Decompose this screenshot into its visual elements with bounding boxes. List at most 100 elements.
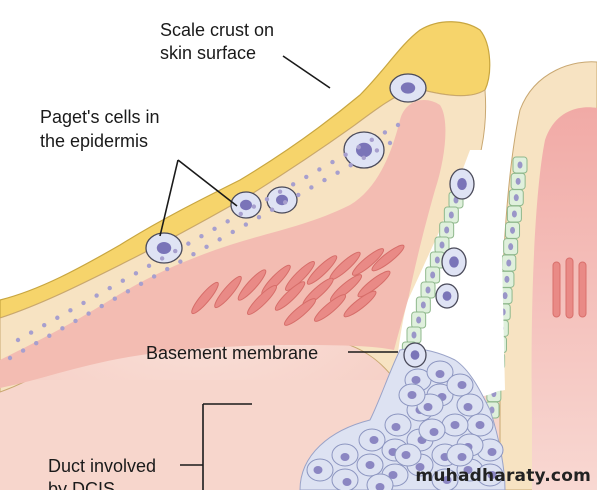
epidermal-nucleus [146, 263, 152, 269]
epidermal-nucleus [225, 219, 230, 224]
epidermal-nucleus [282, 200, 288, 205]
nucleus [517, 161, 523, 169]
dcis-cells [306, 360, 504, 490]
nucleus [429, 428, 439, 436]
vessel [191, 281, 219, 315]
epidermal-nucleus [335, 170, 340, 175]
vessel [283, 298, 317, 326]
nucleus [420, 301, 426, 309]
dermal-vessels [191, 244, 405, 326]
nucleus [340, 453, 350, 461]
vessel [247, 285, 277, 315]
epidermal-nucleus [277, 189, 283, 194]
vessel [357, 270, 391, 298]
nucleus [375, 483, 385, 490]
epidermal-nucleus [317, 167, 322, 172]
nucleus [506, 259, 512, 267]
epidermal-nucleus [159, 256, 165, 261]
epidermal-nucleus [256, 214, 262, 220]
nucleus [513, 194, 519, 202]
epidermal-nucleus [191, 252, 196, 257]
epidermal-nucleus [269, 207, 275, 212]
epidermal-nucleus [34, 340, 39, 346]
epidermal-nucleus [356, 145, 361, 150]
epidermal-nucleus [309, 185, 314, 190]
epidermal-nucleus [238, 211, 243, 217]
nucleus [457, 453, 467, 461]
epidermal-nucleus [68, 308, 73, 313]
epidermal-nucleus [230, 229, 235, 235]
nucleus [342, 478, 352, 486]
nucleus [450, 421, 460, 429]
epidermal-nucleus [133, 271, 139, 276]
nucleus [442, 476, 452, 484]
nucleus [463, 403, 473, 411]
nucleus [444, 226, 450, 234]
epidermal-nucleus [348, 163, 353, 168]
nucleus [415, 463, 425, 471]
scale-crust-label-1: Scale crust on [160, 20, 275, 40]
nucleus [411, 376, 421, 384]
epidermal-nucleus [20, 348, 26, 353]
epidermal-nucleus [322, 177, 327, 183]
vessel [237, 269, 267, 301]
epidermal-nucleus [243, 222, 249, 227]
nucleus [388, 471, 398, 479]
epidermal-nucleus [361, 155, 366, 161]
nucleus [425, 286, 431, 294]
basement-membrane-label: Basement membrane [146, 343, 319, 363]
epidermal-nucleus [28, 330, 34, 335]
epidermal-nucleus [251, 204, 257, 209]
vessel [306, 255, 338, 285]
epidermal-nucleus [125, 289, 131, 294]
epidermal-nucleus [99, 303, 104, 309]
vessel [214, 275, 242, 309]
nucleus [457, 178, 467, 190]
scale-crust-label-2: skin surface [160, 43, 257, 63]
nucleus [369, 436, 379, 444]
epidermal-nucleus [94, 293, 99, 298]
epidermal-nucleus [47, 333, 52, 338]
epidermal-nucleus [81, 300, 86, 306]
right-papilla-core [531, 107, 597, 490]
epidermal-nucleus [42, 322, 47, 328]
epidermal-nucleus [374, 148, 380, 153]
nucleus [356, 142, 372, 158]
epidermal-nucleus [217, 237, 222, 242]
duct-dcis-label-2: by DCIS [48, 479, 116, 490]
epidermal-nucleus [173, 248, 178, 254]
epidermal-nucleus [343, 152, 348, 157]
nucleus [400, 82, 416, 94]
nucleus [411, 331, 417, 339]
nucleus [156, 242, 172, 254]
pagets-cells-label-2: the epidermis [40, 131, 149, 151]
nucleus [416, 316, 422, 324]
nucleus [391, 423, 401, 431]
epidermal-nucleus [86, 311, 91, 316]
epidermal-nucleus [73, 318, 78, 324]
duct-dcis-label-1: Duct involved [48, 456, 157, 476]
nucleus [463, 466, 473, 474]
epidermal-nucleus [107, 285, 112, 291]
epidermal-nucleus [165, 266, 170, 272]
epidermal-nucleus [120, 278, 126, 283]
epidermal-nucleus [304, 174, 309, 180]
epidermal-nucleus [290, 182, 296, 187]
epidermal-nucleus [212, 226, 217, 231]
nucleus [510, 226, 516, 234]
epidermal-nucleus [204, 244, 209, 249]
nucleus [407, 391, 417, 399]
vessel [371, 244, 405, 272]
nucleus [457, 381, 467, 389]
nucleus [449, 256, 459, 268]
nucleus [240, 199, 252, 211]
nucleus [435, 370, 445, 378]
nucleus [442, 291, 452, 301]
watermark: muhadharaty.com [415, 466, 591, 486]
epidermal-nucleus [178, 259, 183, 264]
epidermal-nucleus [60, 326, 65, 331]
pagets-cells [145, 73, 475, 368]
papillary-dermis [0, 100, 446, 388]
duct-space [430, 168, 505, 392]
